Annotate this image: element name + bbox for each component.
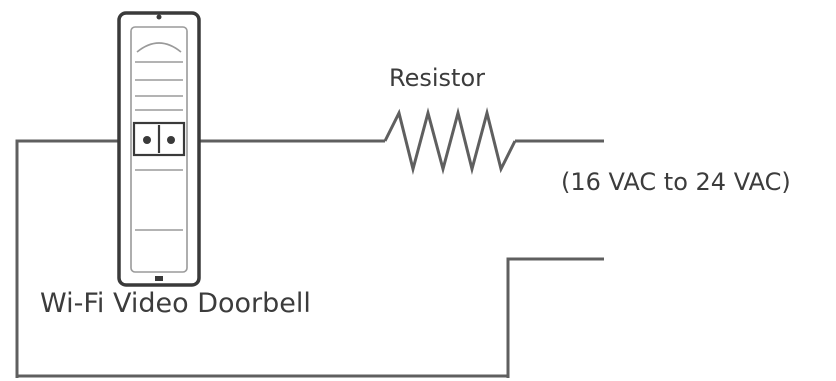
doorbell-terminal-screw-right [167, 136, 175, 144]
voltage-label: (16 VAC to 24 VAC) [561, 168, 791, 196]
device-label: Wi-Fi Video Doorbell [40, 288, 311, 319]
doorbell-camera-arc [136, 42, 182, 53]
wire-top-left [15, 139, 130, 378]
doorbell-terminal-screw-left [143, 136, 151, 144]
resistor-zigzag [383, 107, 517, 175]
doorbell-terminal-block [132, 121, 186, 157]
doorbell-device [117, 11, 201, 287]
wire-bottom-return [506, 257, 604, 378]
doorbell-sensor [156, 14, 162, 20]
resistor-label: Resistor [389, 64, 485, 92]
doorbell-face [130, 26, 188, 273]
doorbell-bottom-mark [155, 276, 163, 281]
